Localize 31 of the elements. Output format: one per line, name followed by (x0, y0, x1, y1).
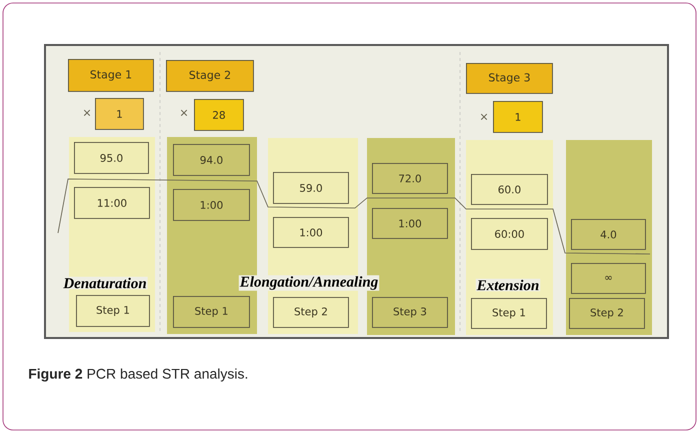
temperature-field: 60.0 (471, 174, 548, 205)
phase-label: Extension (476, 278, 540, 292)
time-field: 60:00 (471, 218, 548, 250)
multiply-sign: × (480, 114, 488, 120)
temperature-field: 59.0 (273, 172, 349, 204)
temperature-field: 94.0 (173, 144, 250, 176)
temperature-field: 72.0 (372, 163, 448, 194)
stage-button: Stage 2 (166, 60, 254, 92)
time-field: 1:00 (372, 208, 448, 239)
figure-caption: Figure 2 PCR based STR analysis. (29, 368, 248, 382)
step-button: Step 1 (76, 295, 150, 327)
time-field: 1:00 (173, 189, 250, 221)
time-field: ∞ (571, 263, 646, 294)
stage-button: Stage 3 (466, 63, 553, 94)
stage-button: Stage 1 (68, 59, 154, 92)
step-button: Step 2 (273, 297, 349, 328)
step-button: Step 1 (173, 296, 250, 328)
cycle-count-field: 28 (194, 99, 244, 131)
multiply-sign: × (84, 110, 90, 116)
time-field: 11:00 (74, 187, 150, 219)
step-button: Step 2 (569, 298, 645, 329)
phase-label: Elongation/Annealing (238, 275, 380, 291)
multiply-sign: × (180, 110, 188, 116)
step-button: Step 1 (471, 298, 547, 329)
time-field: 1:00 (273, 217, 349, 248)
step-button: Step 3 (372, 297, 448, 328)
cycle-count-field: 1 (493, 101, 543, 133)
temperature-field: 95.0 (74, 142, 149, 174)
temperature-field: 4.0 (571, 219, 646, 250)
phase-label: Denaturation (62, 276, 148, 290)
cycle-count-field: 1 (95, 98, 144, 130)
